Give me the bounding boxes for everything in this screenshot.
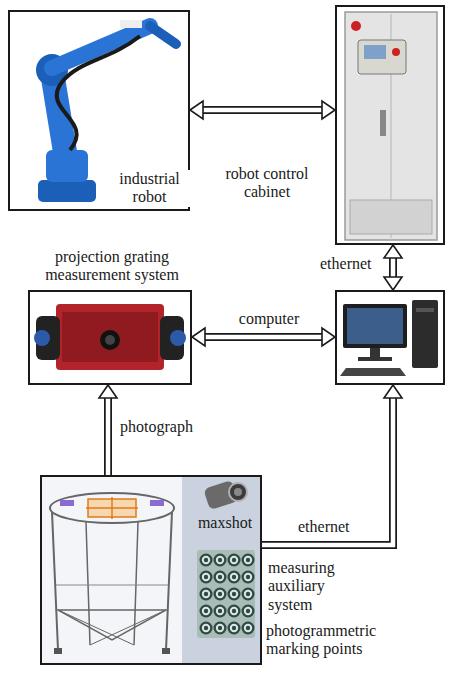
- arrow-head: [190, 101, 203, 119]
- arrow-inner: [202, 108, 323, 113]
- node-label: computer: [227, 310, 311, 328]
- computer-box: computer: [335, 290, 445, 385]
- node-label: industrial robot: [105, 170, 194, 207]
- double-arrow: [99, 385, 117, 475]
- arrow-head: [384, 277, 402, 290]
- cabinet-illustration: [345, 12, 437, 240]
- arrow-head: [322, 328, 335, 346]
- part-label: photogrammetric marking points: [266, 622, 416, 659]
- connection-label: ethernet: [318, 255, 374, 273]
- scanner-box: projection grating measurement system: [28, 290, 192, 385]
- arrow-outline: [389, 257, 397, 278]
- arrow-outline: [262, 397, 393, 545]
- arrow-inner: [262, 397, 393, 545]
- scanner-illustration: [34, 304, 186, 370]
- arrow-head: [192, 328, 205, 346]
- arrow-head: [99, 385, 117, 398]
- arrow-head: [384, 385, 402, 398]
- double-arrow: [192, 328, 335, 346]
- node-label: projection grating measurement system: [14, 248, 210, 285]
- arrow-outline: [202, 106, 323, 114]
- node-label: robot control cabinet: [205, 165, 329, 202]
- arrow-inner: [204, 335, 323, 340]
- arrow-inner: [391, 257, 396, 278]
- double-arrow: [262, 385, 402, 545]
- arrow-head: [322, 101, 335, 119]
- part-label: maxshot: [190, 514, 260, 532]
- marking-points-icon: [197, 550, 255, 638]
- connection-label: ethernet: [296, 518, 352, 536]
- arrow-outline: [104, 397, 112, 475]
- auxiliary-box: measuring auxiliary system: [40, 475, 262, 665]
- arrow-outline: [204, 333, 323, 341]
- arrow-head: [384, 245, 402, 258]
- cabinet-box: robot control cabinet: [335, 5, 445, 245]
- auxiliary-illustration: [42, 477, 260, 663]
- double-arrow: [190, 101, 335, 119]
- connection-label: photograph: [118, 418, 195, 436]
- double-arrow: [384, 245, 402, 290]
- maxshot-icon: [203, 480, 247, 510]
- node-label: measuring auxiliary system: [268, 559, 368, 614]
- arrow-inner: [106, 397, 111, 475]
- robot-box: industrial robot: [8, 10, 190, 211]
- computer-illustration: [340, 300, 438, 376]
